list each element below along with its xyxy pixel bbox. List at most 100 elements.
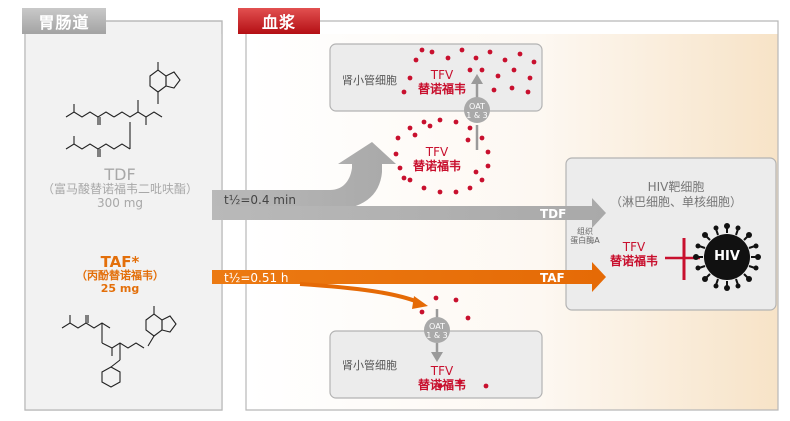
tdf-molecule-structure <box>65 62 181 157</box>
tfv-molecule-dot <box>407 125 413 131</box>
tfv-molecule-dot <box>395 135 401 141</box>
tissue-line2: 蛋白酶A <box>570 236 600 245</box>
tfv-name: TFV <box>430 68 454 82</box>
tfv-molecule-dot <box>453 297 459 303</box>
tfv-molecule-dot <box>509 85 515 91</box>
tfv-molecule-dot <box>401 89 407 95</box>
tfv-molecule-dot <box>453 119 459 125</box>
tfv-molecule-dot <box>397 165 403 171</box>
tdf-dose: 300 mg <box>96 196 144 210</box>
tfv-molecule-dot <box>473 169 479 175</box>
tfv-molecule-dot <box>419 309 425 315</box>
tfv-molecule-dot <box>467 125 473 131</box>
tfv-cn: 替诺福韦 <box>609 254 658 268</box>
tfv-molecule-dot <box>465 137 471 143</box>
tfv-name: TFV <box>425 145 449 159</box>
tdf-arrow-label: TDF <box>540 207 567 221</box>
tfv-molecule-dot <box>453 189 459 195</box>
tfv-molecule-dot <box>511 67 517 73</box>
tfv-molecule-dot <box>433 295 439 301</box>
tfv-molecule-dot <box>437 189 443 195</box>
renal-cell-top <box>329 43 543 112</box>
tdf-drug-label: TDF （富马酸替诺福韦二吡呋酯） 300 mg <box>30 165 210 211</box>
hiv-cell-name: HIV靶细胞 <box>647 180 705 194</box>
tfv-label-hiv-cell: TFV 替诺福韦 <box>604 240 664 268</box>
oat-label-bottom: OAT 1 & 3 <box>424 322 450 340</box>
tfv-name: TFV <box>622 240 646 254</box>
taf-molecule-structure <box>61 306 177 388</box>
renal-cell-bottom-label: 肾小管细胞 <box>342 359 397 372</box>
taf-full-name: （丙酚替诺福韦） <box>76 269 164 282</box>
tissue-line1: 组织 <box>577 227 593 236</box>
tfv-label-renal-top: TFV 替诺福韦 <box>412 68 472 96</box>
oat-line2: 1 & 3 <box>426 331 448 340</box>
plasma-header: 血浆 <box>238 8 320 34</box>
tfv-molecule-dot <box>495 73 501 79</box>
tfv-molecule-dot <box>393 151 399 157</box>
tfv-molecule-dot <box>465 315 471 321</box>
hiv-virus-label: HIV <box>714 249 740 264</box>
taf-drug-label: TAF* （丙酚替诺福韦） 25 mg <box>30 253 210 296</box>
tfv-label-renal-bottom: TFV 替诺福韦 <box>412 364 472 392</box>
tfv-molecule-dot <box>407 177 413 183</box>
tfv-molecule-dot <box>527 75 533 81</box>
tfv-molecule-dot <box>479 67 485 73</box>
oat-line2: 1 & 3 <box>466 111 488 120</box>
tdf-half-life: t½=0.4 min <box>224 193 296 207</box>
tfv-molecule-dot <box>437 117 443 123</box>
tfv-molecule-dot <box>459 47 465 53</box>
taf-arrow-label: TAF <box>540 271 565 285</box>
tfv-label-plasma: TFV 替诺福韦 <box>406 145 468 173</box>
tfv-molecule-dot <box>421 119 427 125</box>
tfv-molecule-dot <box>479 177 485 183</box>
oat-line1: OAT <box>469 102 485 111</box>
tfv-molecule-dot <box>479 135 485 141</box>
tdf-curved-arrow <box>212 142 396 210</box>
tfv-molecule-dot <box>429 49 435 55</box>
oat-line1: OAT <box>429 322 445 331</box>
tfv-molecule-dot <box>401 175 407 181</box>
taf-dose: 25 mg <box>100 282 140 295</box>
tfv-molecule-dot <box>531 59 537 65</box>
oat-label-top: OAT 1 & 3 <box>464 102 490 120</box>
tfv-molecule-dot <box>427 123 433 129</box>
taf-name: TAF* <box>100 253 140 271</box>
tfv-molecule-dot <box>413 57 419 63</box>
oat-transporter-top <box>464 74 490 150</box>
tfv-molecule-dot <box>419 47 425 53</box>
tissue-protease-label: 组织 蛋白酶A <box>567 227 603 245</box>
tfv-cn: 替诺福韦 <box>412 159 461 173</box>
tfv-molecule-dot <box>517 51 523 57</box>
taf-arrow <box>212 262 606 292</box>
taf-curved-arrow <box>299 282 419 304</box>
tdf-arrow <box>212 198 606 228</box>
tdf-name: TDF <box>104 165 136 184</box>
hiv-cell-title: HIV靶细胞 （淋巴细胞、单核细胞） <box>568 180 784 210</box>
tfv-molecule-dot <box>457 379 463 385</box>
tfv-name: TFV <box>430 364 454 378</box>
hiv-virus-icon <box>693 223 761 291</box>
tfv-molecule-dot <box>467 67 473 73</box>
gi-tract-header: 胃肠道 <box>22 8 106 34</box>
tfv-cn: 替诺福韦 <box>417 378 466 392</box>
tfv-molecule-dot <box>491 87 497 93</box>
tdf-full-name: （富马酸替诺福韦二吡呋酯） <box>41 182 198 196</box>
taf-half-life: t½=0.51 h <box>224 271 289 285</box>
gi-compartment <box>24 20 223 411</box>
tfv-molecule-dot <box>525 89 531 95</box>
tfv-molecule-dot <box>467 185 473 191</box>
tfv-molecule-dot <box>473 55 479 61</box>
tfv-molecule-dot <box>407 75 413 81</box>
tfv-molecule-dot <box>445 55 451 61</box>
tfv-molecule-dot <box>502 57 508 63</box>
tfv-molecule-dot <box>485 149 491 155</box>
hiv-cell-subtitle: （淋巴细胞、单核细胞） <box>609 195 742 209</box>
tfv-molecule-dot <box>485 163 491 169</box>
tfv-molecule-dot <box>421 185 427 191</box>
oat-transporter-bottom <box>424 309 450 362</box>
renal-cell-top-label: 肾小管细胞 <box>342 74 397 87</box>
tfv-molecule-dot <box>483 383 489 389</box>
tfv-molecule-dot <box>412 132 418 138</box>
